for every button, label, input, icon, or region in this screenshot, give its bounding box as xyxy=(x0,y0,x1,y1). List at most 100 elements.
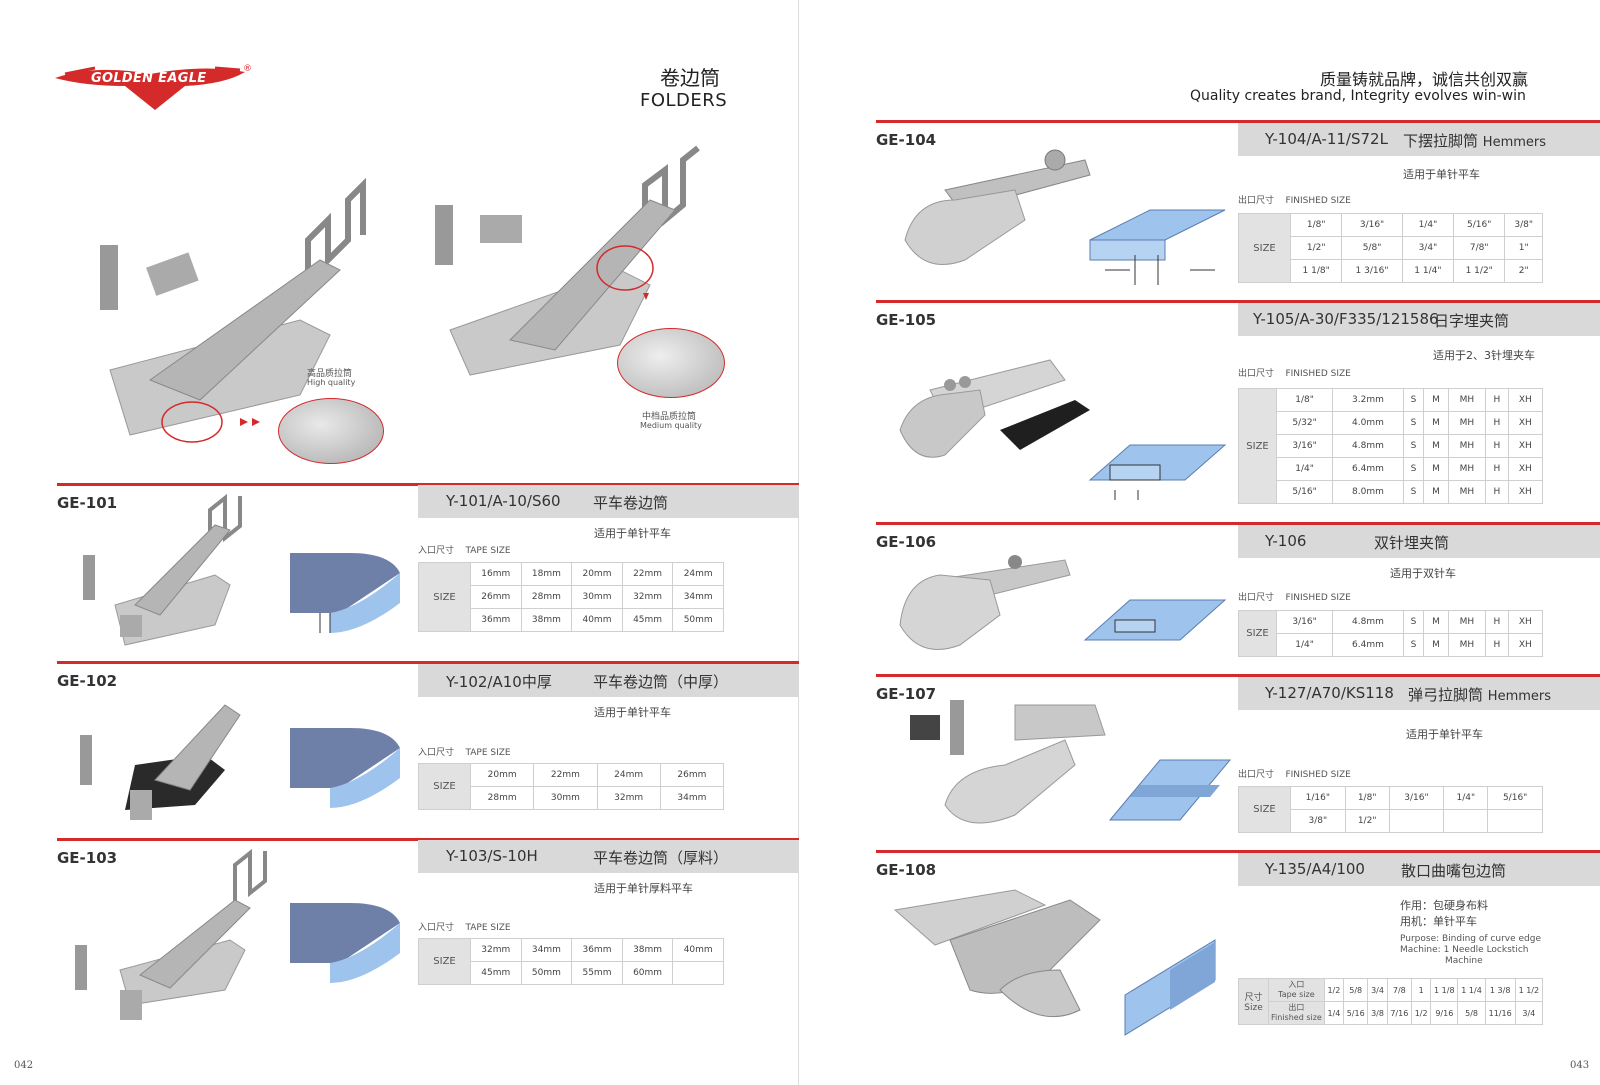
product-header-band: Y-101/A-10/S60 平车卷边筒 xyxy=(418,485,799,518)
hq-label-cn: 高品质拉筒 xyxy=(307,369,353,379)
product-header-band: Y-102/A10中厚 平车卷边筒（中厚） xyxy=(418,664,799,697)
size-cell: 32mm xyxy=(596,786,661,810)
size-cell: XH xyxy=(1507,610,1544,634)
size-cell: 1/4" xyxy=(1443,786,1489,810)
product-image-ge107 xyxy=(905,695,1120,845)
finished-cell: 5/16 xyxy=(1342,1001,1369,1025)
product-code: GE-102 xyxy=(57,672,118,690)
size-cell xyxy=(1443,809,1489,833)
purpose-en: Purpose: Binding of curve edge xyxy=(1400,934,1541,944)
divider-ge106 xyxy=(876,522,1600,525)
product-name: 下摆拉脚筒 Hemmers xyxy=(1403,132,1547,150)
size-cell: 3/16" xyxy=(1388,786,1445,810)
size-table: SIZE 1/8"3/16"1/4"5/16"3/8" 1/2"5/8"3/4"… xyxy=(1238,213,1543,283)
product-code: GE-108 xyxy=(876,861,937,879)
fold-diagram-ge106 xyxy=(1083,595,1227,655)
eagle-wings-icon xyxy=(55,66,245,110)
usage-note: 适用于单针平车 xyxy=(1406,728,1483,741)
size-cell: 18mm xyxy=(520,562,573,586)
tape-cell: 1 1/8 xyxy=(1430,978,1459,1002)
product-image-ge106 xyxy=(895,540,1095,660)
hq-closeup-image xyxy=(278,398,384,464)
tape-cell: 7/8 xyxy=(1386,978,1413,1002)
usage-note: 适用于单针厚料平车 xyxy=(594,882,693,895)
product-image-ge101 xyxy=(75,493,265,655)
size-cell: 20mm xyxy=(571,562,623,586)
finished-cell: 11/16 xyxy=(1484,1001,1516,1025)
size-cell: 1 3/16" xyxy=(1341,259,1403,283)
size-cell: 5/8" xyxy=(1341,236,1403,260)
size-cell: 6.4mm xyxy=(1332,457,1404,481)
model-number: Y-103/S-10H xyxy=(446,847,538,865)
size-cell: MH xyxy=(1447,388,1487,412)
divider-ge105 xyxy=(876,300,1600,303)
product-header-band: Y-106 双针埋夹筒 xyxy=(1238,525,1600,558)
size-cell: 1/2" xyxy=(1344,809,1390,833)
finished-size-label: 出口尺寸 FINISHED SIZE xyxy=(1238,369,1351,379)
divider-ge103 xyxy=(57,838,799,841)
size-cell: M xyxy=(1423,388,1449,412)
size-cell: 3/8" xyxy=(1290,809,1346,833)
size-cell: MH xyxy=(1447,434,1487,458)
tape-cell: 1/2 xyxy=(1323,978,1344,1002)
size-cell: MH xyxy=(1447,411,1487,435)
size-cell: S xyxy=(1402,434,1425,458)
product-name: 双针埋夹筒 xyxy=(1374,534,1450,552)
size-label: SIZE xyxy=(1238,213,1291,283)
size-cell: 20mm xyxy=(469,763,535,787)
product-name: 平车卷边筒 xyxy=(593,494,669,512)
tape-cell: 5/8 xyxy=(1342,978,1369,1002)
purpose-cn: 作用：包硬身布料 xyxy=(1400,899,1488,912)
size-cell: H xyxy=(1485,411,1509,435)
size-cell: 30mm xyxy=(533,786,598,810)
finished-cell: 1/2 xyxy=(1411,1001,1432,1025)
product-code: GE-106 xyxy=(876,533,937,551)
size-cell: M xyxy=(1423,633,1449,657)
size-cell xyxy=(1388,809,1445,833)
size-cell: 60mm xyxy=(621,961,674,985)
finished-cell: 9/16 xyxy=(1430,1001,1459,1025)
size-cell: M xyxy=(1423,610,1449,634)
size-cell: M xyxy=(1423,434,1449,458)
finished-size-label: 出口尺寸 FINISHED SIZE xyxy=(1238,593,1351,603)
tape-cell: 1 1/2 xyxy=(1514,978,1544,1002)
size-cell: S xyxy=(1402,633,1425,657)
size-cell: 26mm xyxy=(470,585,522,609)
size-cell: 1/16" xyxy=(1290,786,1346,810)
size-cell: 55mm xyxy=(571,961,623,985)
divider-ge108 xyxy=(876,850,1600,853)
size-cell: H xyxy=(1485,388,1509,412)
tape-cell: 1 1/4 xyxy=(1457,978,1486,1002)
size-cell: XH xyxy=(1507,434,1544,458)
size-cell: 3/16" xyxy=(1275,434,1334,458)
product-header-band: Y-135/A4/100 散口曲嘴包边筒 xyxy=(1238,853,1600,886)
tape-size-label: 入口尺寸 TAPE SIZE xyxy=(418,546,511,556)
size-label: SIZE xyxy=(1238,610,1277,657)
size-cell: 1" xyxy=(1504,236,1543,260)
model-number: Y-101/A-10/S60 xyxy=(446,492,561,510)
usage-note: 适用于单针平车 xyxy=(594,527,671,540)
size-label: SIZE xyxy=(1238,786,1291,833)
size-cell: 32mm xyxy=(621,585,674,609)
size-cell: S xyxy=(1402,457,1425,481)
size-cell: 3/16" xyxy=(1275,610,1334,634)
product-image-ge108 xyxy=(890,880,1120,1030)
size-cell: 5/16" xyxy=(1453,213,1506,237)
size-cell: 5/16" xyxy=(1487,786,1543,810)
size-cell: MH xyxy=(1447,610,1487,634)
size-cell: 1/4" xyxy=(1275,633,1334,657)
size-cell: 28mm xyxy=(520,585,573,609)
size-cell: 5/32" xyxy=(1275,411,1334,435)
size-cell: 1/4" xyxy=(1275,457,1334,481)
product-code: GE-101 xyxy=(57,494,118,512)
size-cell: 16mm xyxy=(470,562,522,586)
size-cell xyxy=(1487,809,1543,833)
fold-diagram-ge101 xyxy=(290,553,400,633)
usage-note: 适用于单针平车 xyxy=(1403,168,1480,181)
model-number: Y-104/A-11/S72L xyxy=(1265,130,1388,148)
